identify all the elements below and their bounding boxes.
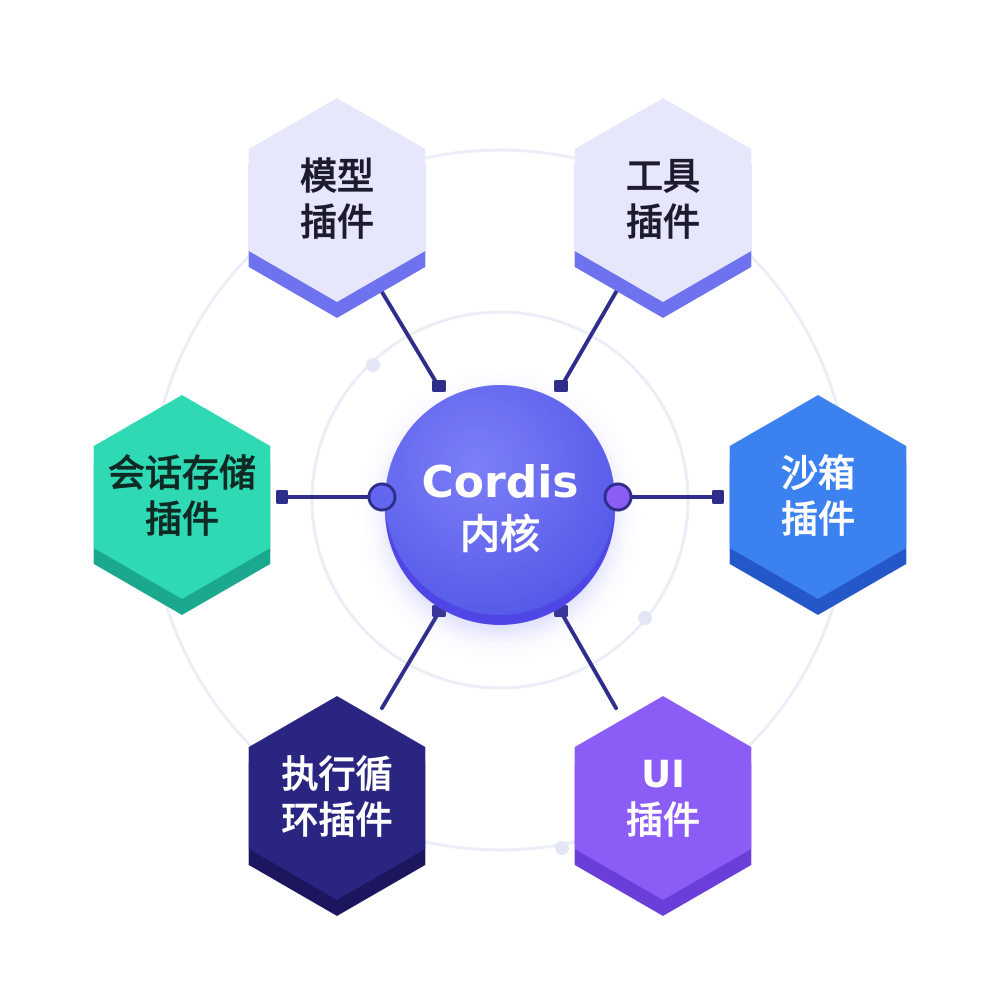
- plugin-label-line: 环插件: [282, 799, 393, 842]
- plugin-label-line: 插件: [300, 201, 374, 244]
- plugin-label-line: 插件: [626, 201, 700, 244]
- plugin-label-line: UI: [641, 753, 685, 796]
- ring-dot: [555, 841, 569, 855]
- hexagon-face: [248, 98, 426, 302]
- connector-model: [380, 290, 441, 389]
- plugin-label-line: 模型: [300, 155, 374, 198]
- inner-ring: [310, 310, 690, 690]
- connector-tool: [559, 290, 618, 389]
- core-node[interactable]: Cordis 内核: [385, 385, 615, 625]
- hexagon-face: [729, 395, 907, 599]
- hexagon-face: [248, 696, 426, 900]
- plugin-label-line: 插件: [781, 498, 855, 541]
- plugin-label-line: 沙箱: [781, 452, 855, 495]
- plugin-label-line: 执行循: [282, 753, 393, 796]
- core-port-right: [603, 482, 633, 512]
- connector-exec-loop: [380, 610, 441, 710]
- plugin-label-line: 会话存储: [108, 452, 256, 495]
- core-port-left: [367, 482, 397, 512]
- plugin-label-line: 插件: [145, 498, 219, 541]
- hexagon-face: [574, 98, 752, 302]
- ring-dot: [638, 611, 652, 625]
- core-subtitle: 内核: [460, 512, 540, 558]
- plugin-label-line: 工具: [626, 155, 700, 198]
- hexagon-face: [93, 395, 271, 599]
- plugin-label-line: 插件: [626, 799, 700, 842]
- ring-dot: [366, 358, 380, 372]
- core-title: Cordis: [422, 457, 579, 508]
- connectors: [283, 290, 722, 710]
- hexagon-face: [574, 696, 752, 900]
- connector-ui: [559, 610, 618, 710]
